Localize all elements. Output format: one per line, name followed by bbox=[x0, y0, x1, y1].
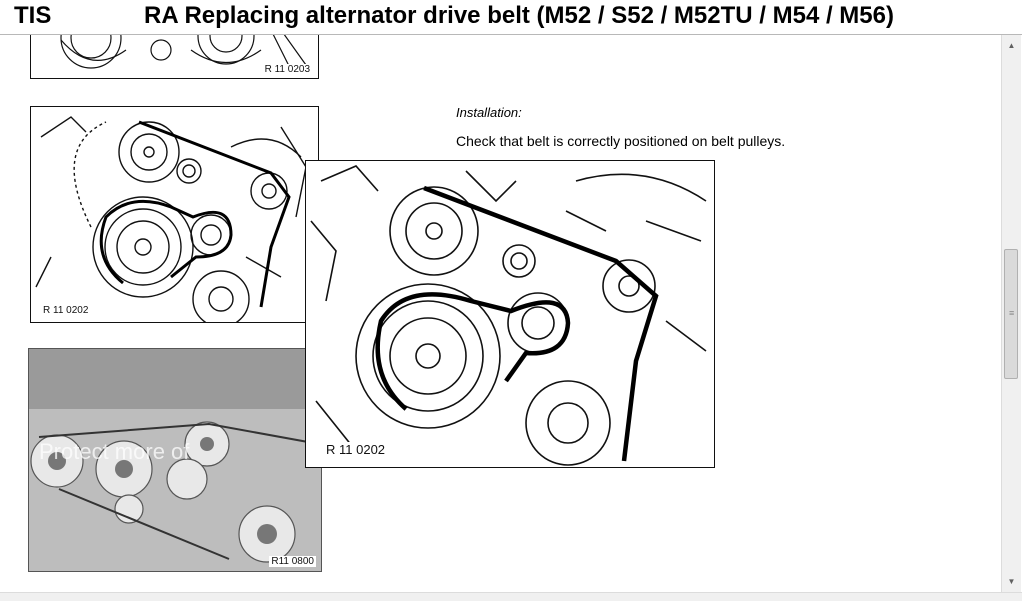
engine-photo-image: Protect more of bbox=[29, 349, 321, 571]
scroll-up-button[interactable]: ▲ bbox=[1002, 37, 1021, 54]
grip-icon: ≡ bbox=[1009, 308, 1015, 318]
belt-routing-drawing bbox=[35, 116, 307, 322]
figure-top-fragment: R 11 0203 bbox=[30, 35, 319, 79]
figure-label: R11 0800 bbox=[269, 556, 316, 567]
bottom-edge bbox=[0, 592, 1022, 601]
enlarged-belt-routing-drawing bbox=[310, 165, 707, 466]
photo-watermark: Protect more of bbox=[39, 439, 190, 464]
installation-instruction: Check that belt is correctly positioned … bbox=[456, 133, 786, 149]
figure-label: R 11 0202 bbox=[41, 305, 91, 316]
figure-label: R 11 0202 bbox=[324, 442, 388, 457]
scroll-thumb[interactable]: ≡ bbox=[1004, 249, 1018, 379]
document-content: R 11 0203 R 11 0202 bbox=[0, 35, 1001, 592]
app-name: TIS bbox=[14, 2, 52, 29]
title-bar: TIS RA Replacing alternator drive belt (… bbox=[0, 0, 1022, 35]
triangle-up-icon: ▲ bbox=[1007, 41, 1016, 50]
scroll-down-button[interactable]: ▼ bbox=[1002, 573, 1021, 590]
figure-label: R 11 0203 bbox=[262, 64, 312, 75]
document-title: RA Replacing alternator drive belt (M52 … bbox=[144, 2, 894, 29]
enlarged-belt-routing-diagram: R 11 0202 bbox=[305, 160, 715, 468]
engine-photo: Protect more of R11 0800 bbox=[28, 348, 322, 572]
installation-heading: Installation: bbox=[456, 105, 522, 120]
belt-routing-diagram: R 11 0202 bbox=[30, 106, 319, 323]
engine-drawing-fragment bbox=[60, 35, 307, 71]
triangle-down-icon: ▼ bbox=[1007, 577, 1016, 586]
vertical-scrollbar[interactable]: ▲ ≡ ▼ bbox=[1001, 35, 1021, 592]
